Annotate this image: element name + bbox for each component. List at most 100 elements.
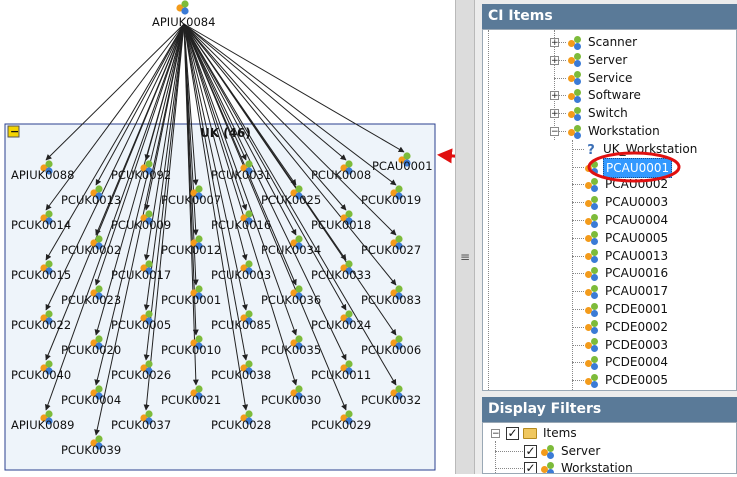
ci-node-icon (140, 310, 153, 325)
filter-checkbox[interactable]: ✓ (524, 461, 537, 474)
graph-node[interactable]: PCUK0018 (311, 210, 371, 232)
graph-node[interactable]: APIUK0088 (11, 160, 74, 182)
graph-node[interactable]: PCUK0033 (311, 260, 371, 282)
graph-node[interactable]: PCUK0022 (11, 310, 71, 332)
graph-node[interactable]: PCUK0024 (311, 310, 371, 332)
graph-node[interactable]: PCUK0026 (111, 360, 171, 382)
graph-node[interactable]: PCUK0008 (311, 160, 371, 182)
tree-item[interactable]: PCAU0003 (585, 193, 670, 211)
graph-node[interactable]: PCUK0013 (61, 185, 121, 207)
graph-edge (183, 23, 248, 361)
graph-node[interactable]: PCUK0032 (361, 385, 421, 407)
tree-category[interactable]: Workstation (568, 122, 662, 140)
graph-node[interactable]: PCUK0038 (211, 360, 271, 382)
ci-cluster-icon (568, 53, 582, 68)
graph-node[interactable]: PCUK0010 (161, 335, 221, 357)
graph-node[interactable]: PCUK0015 (11, 260, 71, 282)
filter-items-node[interactable]: Items (523, 424, 579, 442)
filter-item[interactable]: Workstation (541, 459, 635, 473)
graph-node[interactable]: PCUK0001 (161, 285, 221, 307)
graph-node[interactable]: PCUK0025 (261, 185, 321, 207)
ci-cluster-icon (585, 249, 599, 264)
graph-node[interactable]: PCUK0029 (311, 410, 371, 432)
graph-node[interactable]: PCUK0017 (111, 260, 171, 282)
pane-splitter[interactable]: ≡ (455, 0, 475, 474)
filter-item[interactable]: Server (541, 442, 602, 460)
graph-node[interactable]: PCUK0040 (11, 360, 71, 382)
tree-item[interactable]: PCAU0013 (585, 247, 670, 265)
tree-connector (554, 131, 566, 132)
graph-node[interactable]: PCUK0006 (361, 335, 421, 357)
graph-node[interactable]: PCUK0003 (211, 260, 271, 282)
tree-category[interactable]: Service (568, 69, 634, 87)
tree-item[interactable]: ?UK_Workstation (585, 140, 699, 159)
group-collapse-button[interactable] (7, 125, 20, 138)
group-box-uk[interactable] (4, 123, 436, 471)
tree-item[interactable]: PCDE0003 (585, 336, 670, 354)
graph-node[interactable]: PCUK0023 (61, 285, 121, 307)
graph-node-label: PCUK0025 (261, 193, 321, 207)
graph-node[interactable]: PCUK0028 (211, 410, 271, 432)
graph-node[interactable]: PCUK0092 (111, 160, 171, 182)
tree-category[interactable]: Software (568, 86, 643, 104)
tree-connector (572, 220, 584, 221)
graph-node[interactable]: PCUK0007 (161, 185, 221, 207)
root-node[interactable]: APIUK0084 (152, 0, 215, 29)
tree-item[interactable]: PCDE0004 (585, 353, 670, 371)
tree-item[interactable]: PCAU0005 (585, 229, 670, 247)
category-expander[interactable]: − (550, 127, 559, 137)
tree-category[interactable]: Switch (568, 104, 630, 122)
graph-node[interactable]: PCUK0009 (111, 210, 171, 232)
tree-item[interactable]: PCDE0002 (585, 318, 670, 336)
category-expander[interactable]: + (550, 55, 559, 66)
filter-checkbox[interactable]: ✓ (524, 444, 537, 458)
graph-node[interactable]: PCUK0037 (111, 410, 171, 432)
tree-item[interactable]: PCAU0002 (585, 175, 670, 193)
graph-node[interactable]: PCUK0031 (211, 160, 271, 182)
graph-node[interactable]: PCUK0004 (61, 385, 121, 407)
tree-category[interactable]: Scanner (568, 33, 639, 51)
graph-node[interactable]: PCUK0012 (161, 235, 221, 257)
ci-node-icon (140, 210, 153, 225)
graph-node-label: PCUK0013 (61, 193, 121, 207)
category-expander[interactable]: + (550, 38, 559, 48)
display-filters-tree[interactable]: − ✓ Items ✓ Server ✓ Workstation (482, 422, 737, 474)
category-expander[interactable]: + (550, 109, 559, 120)
graph-node[interactable]: PCUK0005 (111, 310, 171, 332)
graph-edge (183, 23, 298, 386)
filter-items-checkbox[interactable]: ✓ (506, 426, 519, 440)
tree-item[interactable]: PCAU0001 (585, 157, 673, 178)
ci-node-icon (340, 210, 353, 225)
graph-node[interactable]: PCUK0085 (211, 310, 271, 332)
graph-node[interactable]: PCUK0030 (261, 385, 321, 407)
tree-item[interactable]: PCAU0016 (585, 264, 670, 282)
graph-node[interactable]: PCUK0035 (261, 335, 321, 357)
graph-node[interactable]: PCUK0016 (211, 210, 271, 232)
category-expander[interactable]: + (550, 91, 559, 102)
tree-item[interactable]: PCDE0005 (585, 371, 670, 389)
graph-node[interactable]: PCUK0083 (361, 285, 421, 307)
tree-item[interactable]: PCAU0017 (585, 282, 670, 300)
graph-node[interactable]: PCUK0014 (11, 210, 71, 232)
tree-connector (572, 362, 584, 364)
ci-node-icon (340, 410, 353, 425)
graph-node[interactable]: APIUK0089 (11, 410, 74, 432)
filter-items-expander[interactable]: − (491, 429, 500, 439)
tree-item[interactable]: PCAU0004 (585, 211, 670, 229)
tree-item[interactable]: PCDE0001 (585, 300, 670, 318)
graph-node[interactable]: PCUK0019 (361, 185, 421, 207)
graph-edge (94, 23, 185, 286)
graph-node[interactable]: PCUK0036 (261, 285, 321, 307)
graph-node[interactable]: PCUK0021 (161, 385, 221, 407)
graph-node[interactable]: PCUK0027 (361, 235, 421, 257)
graph-node[interactable]: PCUK0020 (61, 335, 121, 357)
graph-node[interactable]: PCUK0034 (261, 235, 321, 257)
display-filters-title: Display Filters (488, 401, 602, 417)
graph-node[interactable]: PCAU0001 (372, 152, 433, 173)
tree-category[interactable]: Server (568, 51, 629, 69)
graph-node[interactable]: PCUK0039 (61, 435, 121, 457)
graph-node[interactable]: PCUK0002 (61, 235, 121, 257)
graph-node[interactable]: PCUK0011 (311, 360, 371, 382)
